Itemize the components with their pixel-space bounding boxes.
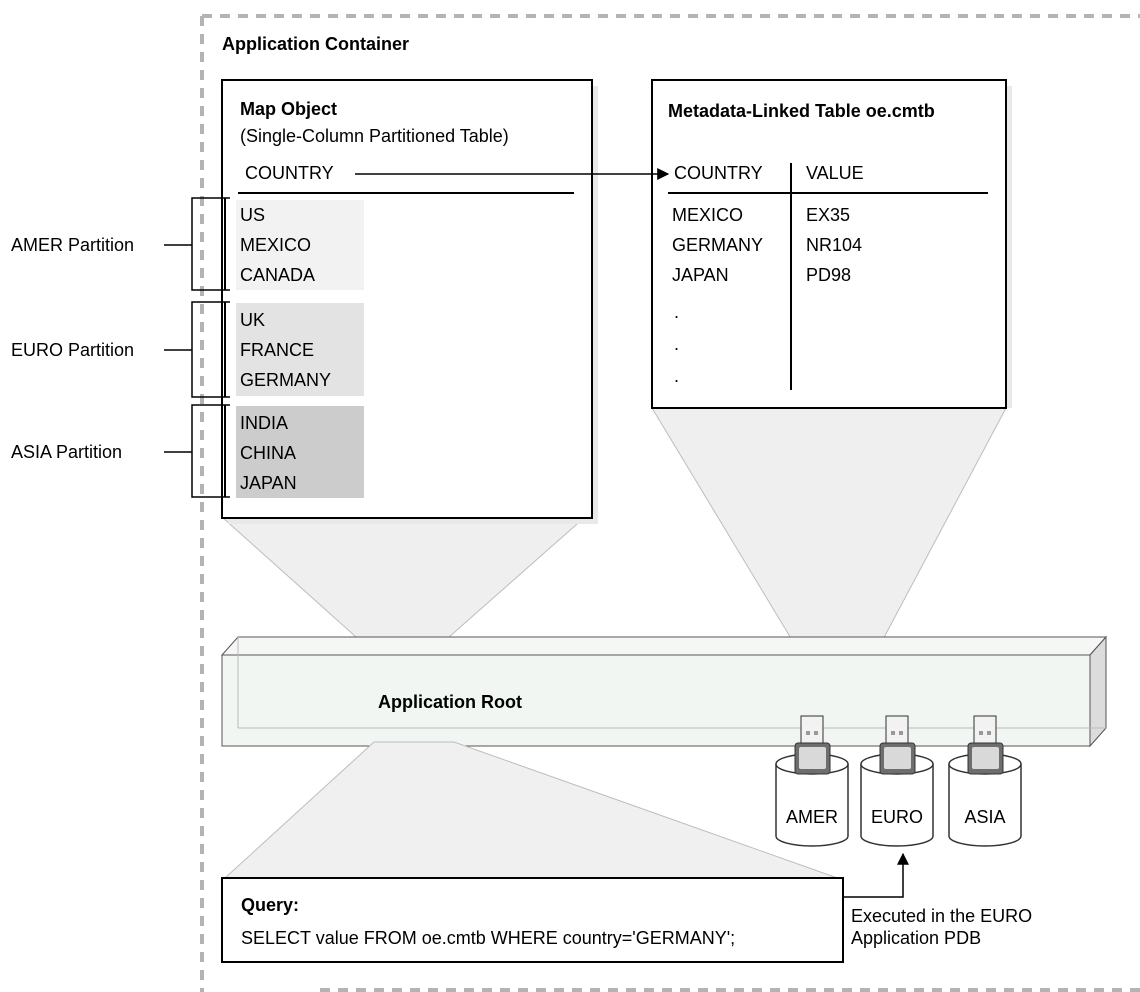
asia-partition-shade [236, 406, 364, 498]
euro-partition-shade [236, 303, 364, 396]
pdb-euro-label: EURO [871, 807, 923, 827]
map-object-subtitle: (Single-Column Partitioned Table) [240, 126, 509, 146]
amer-partition-bracket [191, 197, 230, 291]
asia-partition-label: ASIA Partition [11, 442, 122, 462]
pdb-amer: AMER [775, 715, 849, 847]
amer-partition-label: AMER Partition [11, 235, 134, 255]
application-root-side [1089, 635, 1107, 748]
plug-pin [979, 731, 983, 735]
plug-face [799, 747, 826, 769]
application-root-front [221, 654, 1091, 747]
executed-arrow [843, 852, 909, 898]
asia-value: JAPAN [240, 473, 297, 493]
query-sql: SELECT value FROM oe.cmtb WHERE country=… [241, 928, 735, 948]
application-root-top [220, 636, 1108, 656]
query-title: Query: [241, 895, 299, 915]
metadata-table-cell: GERMANY [672, 235, 763, 255]
application-container-title: Application Container [222, 34, 409, 54]
amer-partition-shade [236, 200, 364, 290]
metadata-table-cell: PD98 [806, 265, 851, 285]
metadata-table-ellipsis: . [674, 302, 679, 322]
plug-pin [891, 731, 895, 735]
plug-pin [814, 731, 818, 735]
pdb-asia-label: ASIA [964, 807, 1005, 827]
plug-pin [899, 731, 903, 735]
cylinder-body [860, 764, 934, 847]
plug-face [884, 747, 911, 769]
metadata-table-ellipsis: . [674, 334, 679, 354]
metadata-table-cell: MEXICO [672, 205, 743, 225]
euro-value: UK [240, 310, 265, 330]
metadata-table-ellipsis: . [674, 366, 679, 386]
asia-value: INDIA [240, 413, 288, 433]
metadata-table-cell: EX35 [806, 205, 850, 225]
plug-stem [973, 715, 997, 744]
plug-pin [987, 731, 991, 735]
amer-value: MEXICO [240, 235, 311, 255]
amer-value: US [240, 205, 265, 225]
application-root: Application Root [220, 635, 1108, 748]
map-object-title: Map Object [240, 99, 337, 119]
map-object-funnel [220, 516, 587, 646]
pdb-asia: ASIA [948, 715, 1022, 847]
cylinder-body [775, 764, 849, 847]
asia-partition-bracket [191, 404, 230, 498]
euro-value: GERMANY [240, 370, 331, 390]
metadata-table-funnel [651, 407, 1007, 646]
plug-face [972, 747, 999, 769]
application-root-label: Application Root [378, 692, 522, 712]
query-box [221, 877, 844, 963]
executed-note-line2: Application PDB [851, 928, 981, 948]
plug-stem [885, 715, 909, 744]
plug-stem [800, 715, 824, 744]
executed-note-line1: Executed in the EURO [851, 906, 1032, 926]
application-container-border [200, 14, 1140, 992]
amer-value: CANADA [240, 265, 315, 285]
euro-value: FRANCE [240, 340, 314, 360]
pdb-euro: EURO [860, 715, 934, 847]
plug-pin [806, 731, 810, 735]
cylinder-body [948, 764, 1022, 847]
euro-partition-label: EURO Partition [11, 340, 134, 360]
metadata-table-header-country: COUNTRY [674, 163, 763, 183]
asia-value: CHINA [240, 443, 296, 463]
query-funnel [223, 741, 844, 881]
metadata-table-title: Metadata-Linked Table oe.cmtb [668, 101, 935, 121]
map-object-column-header: COUNTRY [245, 163, 334, 183]
metadata-table-box [651, 79, 1007, 409]
metadata-table-cell: NR104 [806, 235, 862, 255]
metadata-table-cell: JAPAN [672, 265, 729, 285]
pdb-amer-label: AMER [786, 807, 838, 827]
metadata-table-header-value: VALUE [806, 163, 864, 183]
